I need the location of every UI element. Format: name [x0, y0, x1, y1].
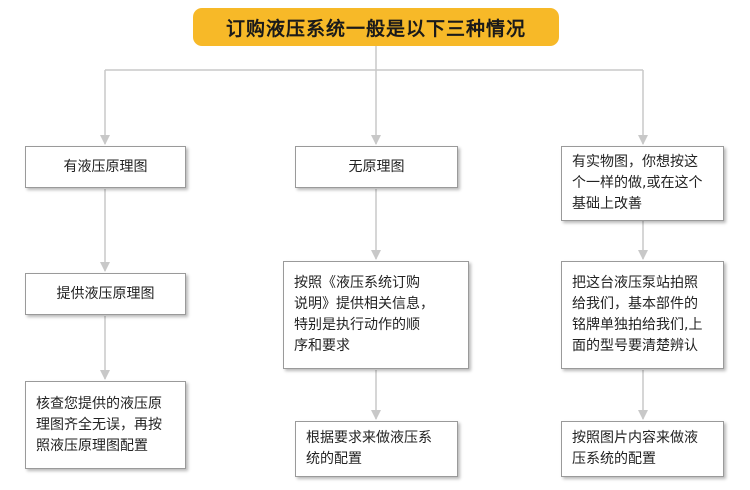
step1-box-col3: 把这台液压泵站拍照 给我们，基本部件的 铭牌单独拍给我们,上 面的型号要清楚辨认: [561, 261, 724, 369]
header-box-with-diagram: 有液压原理图: [25, 146, 186, 188]
step2-box-col3: 按照图片内容来做液 压系统的配置: [561, 421, 724, 477]
step1-box-col1: 提供液压原理图: [25, 273, 186, 315]
header-box-no-diagram: 无原理图: [295, 146, 458, 188]
step2-box-col2: 根据要求来做液压系 统的配置: [295, 421, 458, 477]
step2-box-col1: 核查您提供的液压原 理图齐全无误，再按 照液压原理图配置: [25, 381, 186, 469]
step1-box-col2: 按照《液压系统订购 说明》提供相关信息， 特别是执行动作的顺 序和要求: [283, 261, 469, 369]
diagram-title: 订购液压系统一般是以下三种情况: [193, 8, 559, 46]
header-box-physical-object: 有实物图，你想按这 个一样的做,或在这个 基础上改善: [561, 146, 724, 221]
